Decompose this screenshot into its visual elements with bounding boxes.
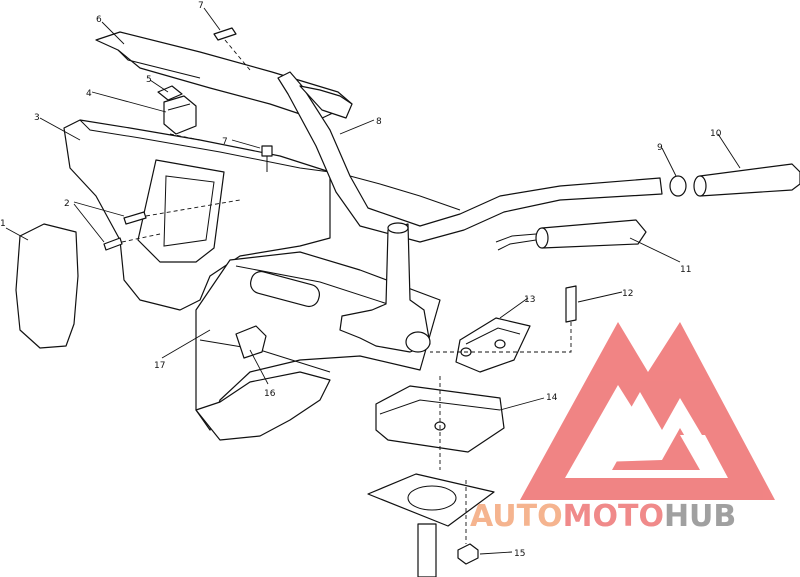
part-8-handlebar bbox=[277, 71, 663, 243]
callout-17: 17 bbox=[154, 361, 165, 371]
part-2-screws bbox=[103, 211, 147, 251]
part-1-knee-guard bbox=[15, 223, 79, 349]
part-13-upper-clamp bbox=[455, 317, 531, 373]
assembly-lines bbox=[121, 39, 572, 544]
callout-1: 1 bbox=[0, 219, 6, 229]
steering-mount-plate bbox=[367, 473, 495, 577]
callout-14: 14 bbox=[546, 393, 558, 403]
watermark-text: AUTOMOTOHUB bbox=[470, 499, 736, 534]
part-11-heated-grip bbox=[495, 219, 647, 251]
callout-3: 3 bbox=[34, 113, 40, 123]
callout-5: 5 bbox=[146, 75, 152, 85]
part-4-switch bbox=[163, 95, 197, 135]
part-7-screw-middle bbox=[261, 145, 273, 172]
part-7-screw-top bbox=[213, 27, 237, 41]
callout-7-middle: 7 bbox=[222, 137, 228, 147]
callout-9: 9 bbox=[657, 143, 663, 153]
part-17-lower-shroud bbox=[195, 251, 441, 441]
part-15-nut bbox=[457, 543, 479, 565]
callout-10: 10 bbox=[710, 129, 722, 139]
callout-labels: 1 2 3 4 5 6 7 7 8 9 10 11 12 13 14 15 16… bbox=[0, 1, 722, 559]
svg-text:AUTOMOTOHUB: AUTOMOTOHUB bbox=[470, 499, 736, 534]
callout-16: 16 bbox=[264, 389, 276, 399]
part-9-bar-end-cap bbox=[669, 175, 687, 197]
watermark-word-moto: MOTO bbox=[563, 499, 664, 534]
callout-15: 15 bbox=[514, 549, 525, 559]
callout-8: 8 bbox=[376, 117, 382, 127]
part-16-clip bbox=[235, 325, 267, 359]
watermark-word-hub: HUB bbox=[664, 499, 736, 534]
callout-13: 13 bbox=[524, 295, 535, 305]
watermark-logo-inner bbox=[600, 392, 718, 462]
callout-2: 2 bbox=[64, 199, 70, 209]
callout-12: 12 bbox=[622, 289, 633, 299]
part-12-bolt bbox=[565, 285, 577, 323]
part-3-console-housing bbox=[63, 119, 331, 311]
part-10-grip bbox=[693, 163, 800, 197]
callout-7-top: 7 bbox=[198, 1, 204, 11]
watermark-word-auto: AUTO bbox=[470, 499, 563, 534]
callout-11: 11 bbox=[680, 265, 691, 275]
callout-4: 4 bbox=[86, 89, 92, 99]
leader-lines bbox=[5, 7, 741, 555]
handlebar-mount-post bbox=[339, 222, 431, 353]
callout-6: 6 bbox=[96, 15, 102, 25]
watermark-logo bbox=[520, 322, 775, 500]
